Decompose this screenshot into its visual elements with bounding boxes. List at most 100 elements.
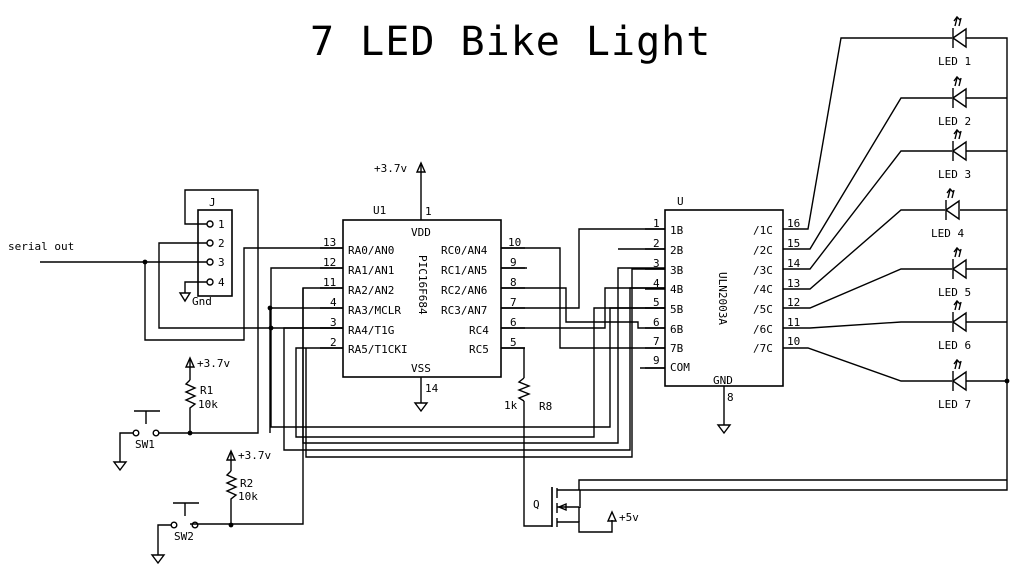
- pic-pin-number: 5: [510, 336, 517, 349]
- wire-out5: [783, 268, 952, 309]
- ground-icon: [150, 554, 166, 565]
- uln-pin-name: 2B: [670, 244, 684, 257]
- power-arrow-icon: [606, 510, 618, 522]
- uln-pin-number: 11: [787, 316, 800, 329]
- uln-part-number: ULN2003A: [716, 272, 729, 325]
- ground-icon: [413, 402, 429, 413]
- connector-pin-label: 3: [218, 256, 225, 269]
- uln-pin-number: 12: [787, 296, 800, 309]
- pic-pin-name: RC2/AN6: [441, 284, 487, 297]
- led-diode-icon: [951, 370, 967, 392]
- led-label: LED 7: [938, 398, 971, 411]
- uln-pin-number: 14: [787, 257, 801, 270]
- led-5: LED 5: [938, 246, 971, 299]
- uln-gnd-label: GND: [713, 374, 733, 387]
- pic-pin-name: RC1/AN5: [441, 264, 487, 277]
- connector-gnd-wire: [184, 281, 207, 293]
- power-arrow-icon: [225, 449, 237, 461]
- led-label: LED 6: [938, 339, 971, 352]
- pic16f684-chip: U1 VDD VSS PIC16F684 +3.7v 1 14 RA0/AN0 …: [323, 161, 521, 413]
- wiring: [144, 37, 1010, 527]
- r8-value: 1k: [504, 399, 518, 412]
- wire-rc4-uln5b: [501, 287, 665, 329]
- uln-pin-name: /4C: [753, 283, 773, 296]
- wire-out4: [783, 209, 945, 290]
- pic-pin-number: 4: [330, 296, 337, 309]
- pic-pin-number: 10: [508, 236, 521, 249]
- pic-vss-label: VSS: [411, 362, 431, 375]
- mosfet-supply-label: +5v: [619, 511, 639, 524]
- pic-pin-name: RC3/AN7: [441, 304, 487, 317]
- uln2003a-chip: U ULN2003A GND 8 1B 2B 3B 4B 5B 6B 7B CO…: [653, 195, 801, 435]
- pic-pin-number: 11: [323, 276, 336, 289]
- junction-dot: [1004, 378, 1010, 384]
- led-label: LED 1: [938, 55, 971, 68]
- mosfet-drain-wire: [557, 479, 1007, 491]
- uln-pin-number: 7: [653, 335, 660, 348]
- led-label: LED 2: [938, 115, 971, 128]
- led-6: LED 6: [938, 299, 971, 352]
- pic-supply-label: +3.7v: [374, 162, 407, 175]
- pic-pin-name: RA4/T1G: [348, 324, 394, 337]
- wire-out2: [783, 97, 952, 250]
- wire-ra2-uln3b: [302, 267, 665, 444]
- r2-supply-label: +3.7v: [238, 449, 271, 462]
- uln-pin-number: 2: [653, 237, 660, 250]
- pic-pin-number: 13: [323, 236, 336, 249]
- mosfet-source-wire: [557, 506, 613, 533]
- sw1-contact: [132, 429, 140, 437]
- pic-pin-number: 8: [510, 276, 517, 289]
- light-emission-icon: [953, 128, 962, 140]
- wire-out1: [783, 37, 952, 230]
- led-3: LED 3: [938, 128, 971, 181]
- sw2-gnd-wire: [157, 524, 171, 555]
- uln-pin-name: 3B: [670, 264, 684, 277]
- sw1-contact: [152, 429, 160, 437]
- wire-rc3-uln1b: [501, 228, 665, 309]
- sw1-gnd-wire: [119, 432, 133, 462]
- pic-pin-number: 7: [510, 296, 517, 309]
- r8-ref: R8: [539, 400, 552, 413]
- wire-rc0-uln7b: [501, 247, 665, 349]
- pic-pin-name: RC5: [469, 343, 489, 356]
- resistor-r8: [517, 377, 531, 402]
- uln-pin-name: /2C: [753, 244, 773, 257]
- sw2-contact: [170, 521, 178, 529]
- uln-pin-name: 7B: [670, 342, 684, 355]
- r1-supply-label: +3.7v: [197, 357, 230, 370]
- connector-pin-2: [206, 239, 214, 247]
- resistor-r2: [225, 470, 238, 524]
- sw1-ref: SW1: [135, 438, 155, 451]
- light-emission-icon: [953, 15, 962, 27]
- connector-pin-4: [206, 278, 214, 286]
- mosfet-ref: Q: [533, 498, 540, 511]
- pic-pin-name: RA0/AN0: [348, 244, 394, 257]
- sw1-actuator[interactable]: [134, 410, 160, 424]
- wire-ra5-uln: [295, 307, 665, 438]
- resistor-r1: [184, 379, 197, 433]
- r2-ref: R2: [240, 477, 253, 490]
- light-emission-icon: [953, 75, 962, 87]
- sw2-actuator[interactable]: [173, 502, 199, 516]
- wire-rc2-uln6b: [501, 287, 665, 329]
- wire-sw2-ra2: [190, 288, 304, 525]
- pic-pin-name: RA3/MCLR: [348, 304, 401, 317]
- led-7: LED 7: [938, 358, 971, 411]
- pic-pin-number: 6: [510, 316, 517, 329]
- pic-vss-pin: 14: [425, 382, 439, 395]
- uln-ref: U: [677, 195, 684, 208]
- uln-pin-number: 9: [653, 354, 660, 367]
- led-4: LED 4: [931, 187, 964, 240]
- led-anode-wires: [960, 97, 1007, 382]
- r2-sw2-group: +3.7v R2 10k SW2: [150, 449, 271, 565]
- led-label: LED 5: [938, 286, 971, 299]
- ground-icon: [716, 424, 732, 435]
- uln-pin-name: /5C: [753, 303, 773, 316]
- uln-pin-number: 3: [653, 257, 660, 270]
- connector-pin-label: 2: [218, 237, 225, 250]
- led-1: LED 1: [938, 15, 971, 68]
- connector-ref: J: [209, 196, 216, 209]
- power-arrow-icon: [184, 356, 196, 368]
- uln-pin-number: 10: [787, 335, 800, 348]
